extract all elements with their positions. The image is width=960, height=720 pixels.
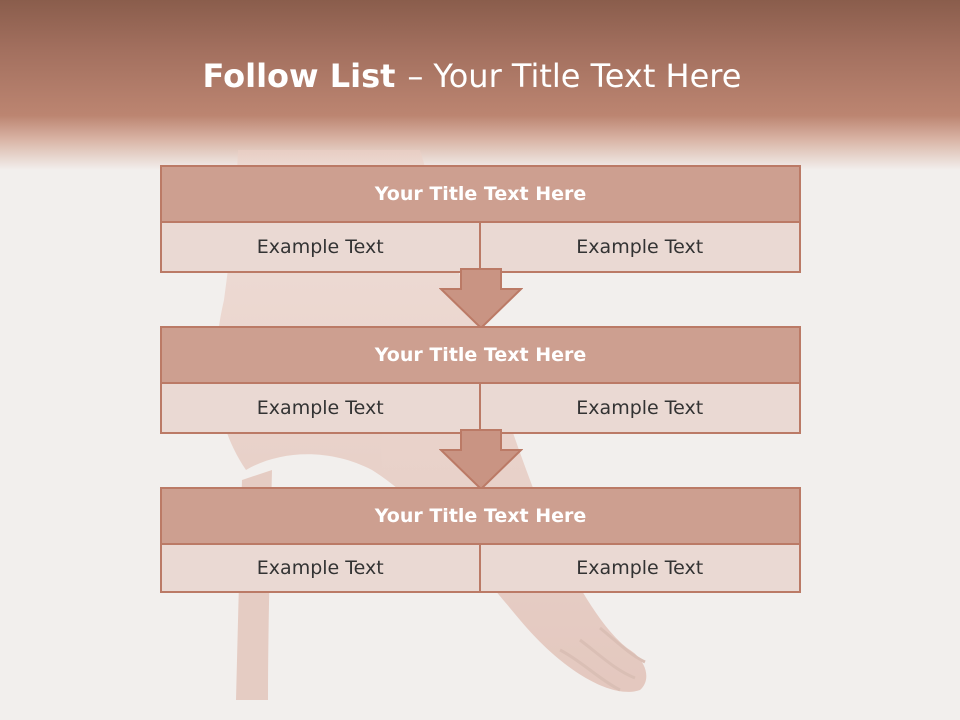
step-right-cell: Example Text — [480, 545, 801, 593]
step-left-cell: Example Text — [160, 223, 481, 273]
title-rest: Your Title Text Here — [433, 57, 742, 95]
step-row: Example Text Example Text — [160, 223, 801, 273]
down-arrow-icon — [439, 268, 523, 330]
slide-title: Follow List–Your Title Text Here — [0, 56, 944, 96]
down-arrow-icon — [439, 429, 523, 491]
step-title: Your Title Text Here — [160, 165, 801, 223]
step-row: Example Text Example Text — [160, 545, 801, 593]
step-title: Your Title Text Here — [160, 487, 801, 545]
step-block-3: Your Title Text Here Example Text Exampl… — [160, 487, 801, 593]
step-block-1: Your Title Text Here Example Text Exampl… — [160, 165, 801, 273]
title-dash: – — [407, 57, 424, 95]
step-title: Your Title Text Here — [160, 326, 801, 384]
title-bold-part: Follow List — [202, 57, 396, 95]
header-band — [0, 0, 960, 170]
step-right-cell: Example Text — [480, 223, 801, 273]
step-right-cell: Example Text — [480, 384, 801, 434]
step-left-cell: Example Text — [160, 545, 481, 593]
step-left-cell: Example Text — [160, 384, 481, 434]
step-row: Example Text Example Text — [160, 384, 801, 434]
step-block-2: Your Title Text Here Example Text Exampl… — [160, 326, 801, 434]
